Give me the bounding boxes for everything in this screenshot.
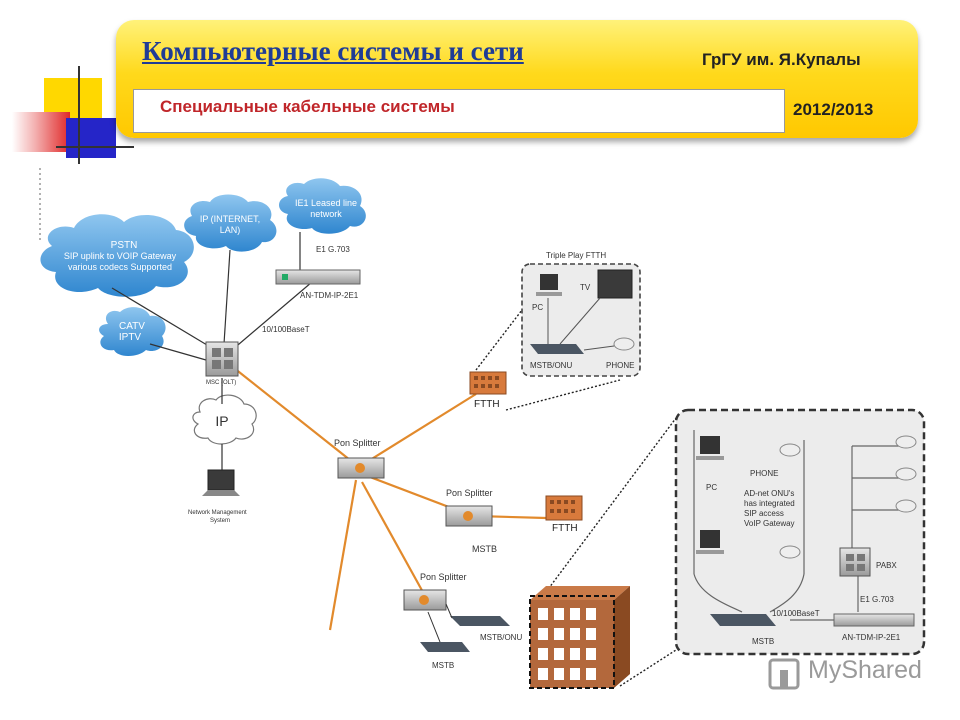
mstb-bottom-label: MSTB: [432, 661, 454, 670]
catv-line-2: IPTV: [119, 332, 142, 343]
tp-phone-label: PHONE: [606, 361, 634, 370]
det-pc-label: PC: [706, 483, 717, 492]
university-name: ГрГУ им. Я.Купалы: [702, 50, 861, 69]
mstb-bottom-device: MSTB: [420, 611, 470, 670]
corner-square-blue: [66, 118, 116, 158]
det-phone-label: PHONE: [750, 469, 778, 478]
mstb-mid-label: MSTB: [472, 544, 497, 554]
pon-splitter-3-label: Pon Splitter: [420, 572, 467, 582]
nms-line-1: Network Management: [188, 510, 247, 516]
ip-internet-line-2: LAN): [220, 225, 241, 235]
catv-line-1: CATV: [119, 321, 145, 332]
ftth-building-2: FTTH: [545, 495, 583, 534]
pon-splitter-2: Pon Splitter MSTB: [445, 488, 497, 554]
corner-square-red: [12, 112, 70, 152]
e1-leased-cloud: IE1 Leased line network: [279, 178, 366, 234]
tp-tv-label: TV: [580, 283, 591, 292]
mstb-onu-bottom-label: MSTB/ONU: [480, 633, 522, 642]
course-title[interactable]: Компьютерные системы и сети: [142, 36, 524, 66]
watermark-text: MyShared: [808, 656, 922, 684]
pstn-line-2: SIP uplink to VOIP Gateway: [64, 251, 177, 261]
corner-line-vertical: [78, 66, 80, 164]
ip-cloud-label: IP: [215, 413, 228, 429]
ip-cloud: IP: [192, 394, 257, 445]
an-tdm-top-label: AN-TDM-IP-2E1: [300, 291, 359, 300]
pstn-line-3: various codecs Supported: [68, 262, 172, 272]
academic-year: 2012/2013: [793, 100, 874, 119]
myshared-logo-icon: [768, 658, 800, 690]
detail-panel: PC PHONE AD-net ONU's has integrated SIP…: [674, 408, 926, 656]
base-t-top-label: 10/100BaseT: [262, 325, 310, 334]
pstn-cloud: PSTN SIP uplink to VOIP Gateway various …: [40, 214, 194, 297]
pon-splitter-3: Pon Splitter: [403, 572, 467, 611]
msc-olt-label: MSC (OLT): [206, 380, 236, 386]
subtitle-box: [133, 89, 785, 133]
slide-subtitle: Специальные кабельные системы: [160, 97, 455, 116]
det-note-line-4: VoIP Gateway: [744, 519, 795, 528]
nms-laptop-icon: Network Management System: [188, 469, 247, 524]
e1-leased-line-1: IE1 Leased line: [295, 198, 357, 208]
ftth-2-label: FTTH: [552, 523, 578, 534]
catv-cloud: CATV IPTV: [99, 307, 166, 356]
det-base-t-label: 10/100BaseT: [772, 609, 820, 618]
pstn-label: PSTN: [111, 240, 138, 251]
pon-splitter-2-label: Pon Splitter: [446, 488, 493, 498]
det-mstb-label: MSTB: [752, 637, 774, 646]
pon-splitter-1: Pon Splitter: [334, 438, 385, 479]
tp-mstb-onu-label: MSTB/ONU: [530, 361, 572, 370]
e1-leased-line-2: network: [310, 209, 342, 219]
det-note-line-2: has integrated: [744, 499, 795, 508]
ftth-1-label: FTTH: [474, 399, 500, 410]
triple-play-panel: Triple Play FTTH PC TV MSTB/ONU PHONE: [521, 251, 641, 377]
tp-pc-label: PC: [532, 303, 543, 312]
ftth-building-1: FTTH: [469, 371, 507, 410]
det-pabx-label: PABX: [876, 561, 897, 570]
nms-line-2: System: [210, 518, 230, 524]
copper-links: [111, 232, 313, 470]
panel-connectors: [475, 309, 677, 687]
triple-play-title: Triple Play FTTH: [546, 251, 606, 260]
an-tdm-device-top: E1 G.703 AN-TDM-IP-2E1 10/100BaseT: [262, 245, 361, 334]
det-an-tdm-label: AN-TDM-IP-2E1: [842, 633, 901, 642]
det-e1-label: E1 G.703: [860, 595, 894, 604]
ip-internet-cloud: IP (INTERNET, LAN): [184, 194, 277, 252]
ip-internet-line-1: IP (INTERNET,: [200, 214, 260, 224]
apartment-building: [529, 586, 630, 689]
det-note-line-1: AD-net ONU's: [744, 489, 794, 498]
det-note-line-3: SIP access: [744, 509, 784, 518]
msc-olt-device: MSC (OLT): [205, 341, 239, 386]
e1-g703-top-label: E1 G.703: [316, 245, 350, 254]
fiber-links: [233, 367, 547, 631]
pon-splitter-1-label: Pon Splitter: [334, 438, 381, 448]
mstb-onu-bottom-device: MSTB/ONU: [445, 603, 522, 642]
corner-line-horizontal: [56, 146, 134, 148]
